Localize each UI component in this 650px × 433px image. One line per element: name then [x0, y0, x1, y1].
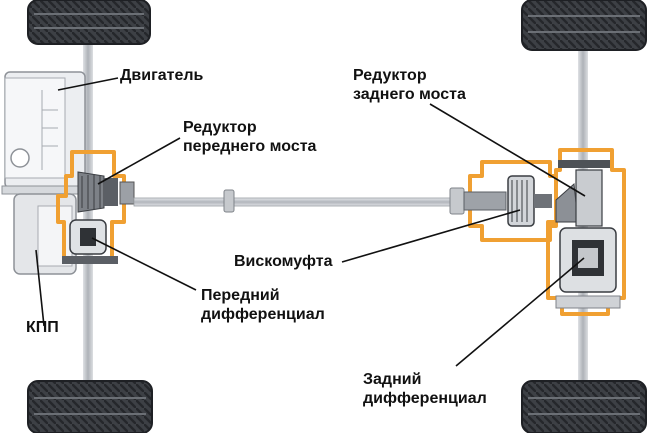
label-front-reducer-line2: переднего моста: [183, 138, 317, 155]
label-front-reducer: Редуктор переднего моста: [183, 118, 316, 156]
front-right-wheel: [27, 380, 153, 433]
leader-rear-diff: [455, 257, 585, 367]
label-rear-reducer-line1: Редуктор: [353, 67, 427, 84]
rear-left-wheel: [521, 0, 647, 51]
leader-viscous: [341, 209, 521, 263]
front-reducer-gear: [77, 171, 135, 213]
leader-engine: [57, 77, 119, 91]
leader-front-diff: [91, 237, 197, 291]
label-front-differential-line1: Передний: [201, 287, 280, 304]
label-front-differential-line2: дифференциал: [201, 306, 325, 323]
shaft-joint-1: [223, 189, 235, 213]
rear-reducer-gear: [555, 160, 610, 227]
label-rear-differential-line2: дифференциал: [363, 390, 487, 407]
shaft-joint-2: [449, 187, 465, 215]
label-gearbox-text: КПП: [26, 319, 59, 336]
viscous-coupling: [463, 175, 552, 227]
rear-differential: [555, 227, 621, 309]
rear-reducer-outline: [546, 148, 626, 316]
label-viscous-coupling: Вискомуфта: [234, 252, 332, 271]
front-differential: [62, 219, 118, 264]
label-rear-differential-line1: Задний: [363, 371, 422, 388]
leader-lines: [35, 77, 586, 367]
label-gearbox: КПП: [26, 318, 59, 337]
label-rear-differential: Задний дифференциал: [363, 370, 487, 408]
label-front-reducer-line1: Редуктор: [183, 119, 257, 136]
label-rear-reducer: Редуктор заднего моста: [353, 66, 466, 104]
front-left-wheel: [27, 0, 151, 45]
label-engine: Двигатель: [120, 66, 203, 85]
rear-right-wheel: [521, 380, 647, 433]
leader-front-reducer: [97, 137, 181, 185]
leader-rear-reducer: [429, 103, 586, 197]
engine-block: [1, 71, 86, 195]
label-front-differential: Передний дифференциал: [201, 286, 325, 324]
label-viscous-coupling-text: Вискомуфта: [234, 253, 333, 270]
propeller-shaft: [133, 197, 465, 207]
label-engine-text: Двигатель: [120, 67, 204, 84]
label-rear-reducer-line2: заднего моста: [353, 86, 466, 103]
gearbox: [13, 193, 77, 275]
leader-gearbox: [35, 249, 45, 327]
